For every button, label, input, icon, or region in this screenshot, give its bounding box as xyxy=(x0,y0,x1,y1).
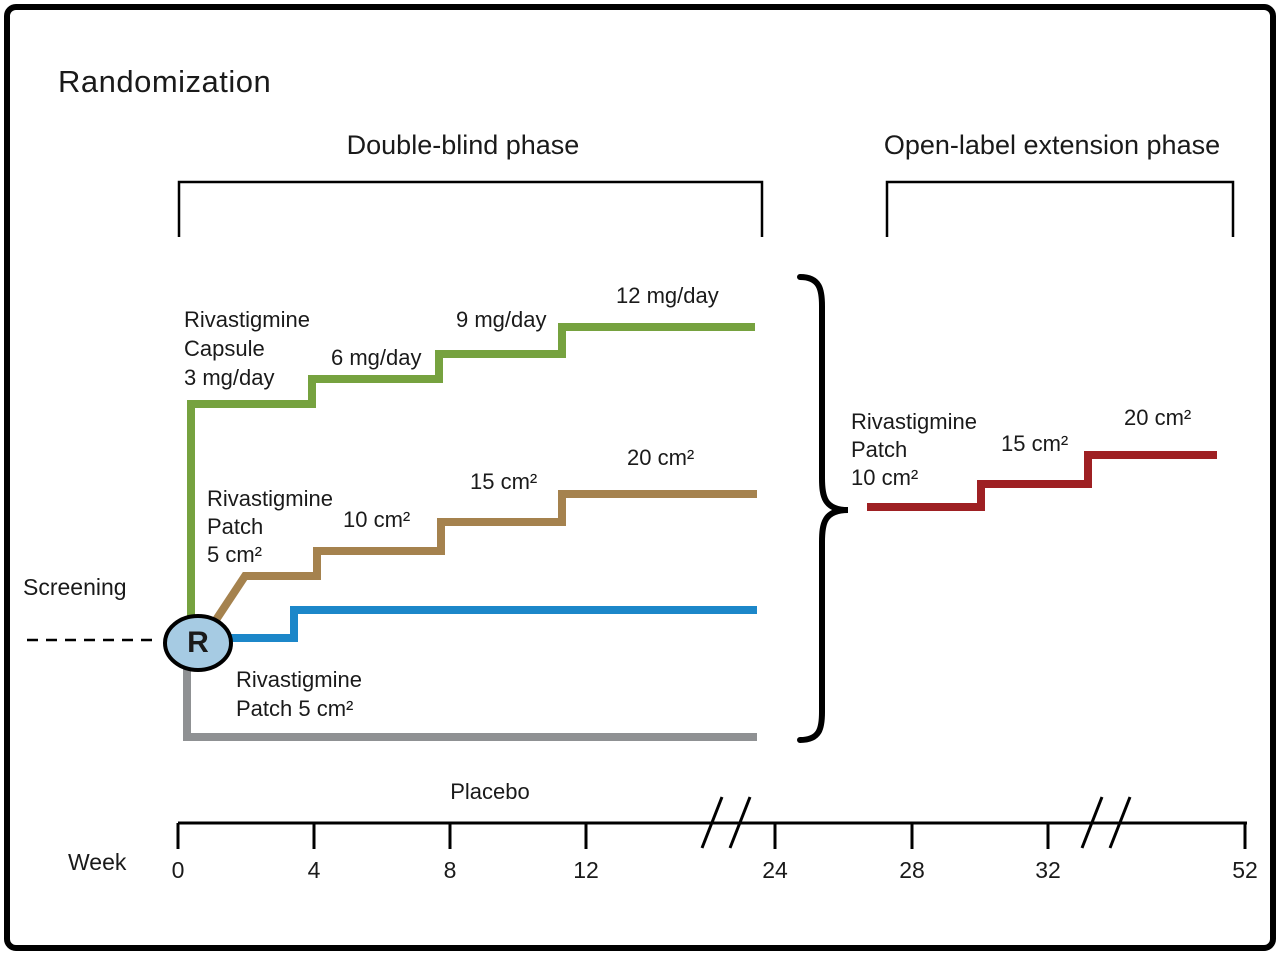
week-axis-ticks xyxy=(176,823,1247,849)
capsule-arm-label: Rivastigmine Capsule 3 mg/day xyxy=(184,305,310,392)
patch-dose-label-15cm: 15 cm² xyxy=(470,469,538,494)
open-label-label-line-2: Patch xyxy=(851,437,908,462)
week-tick-label-32: 32 xyxy=(1035,857,1061,883)
week-tick-label-52: 52 xyxy=(1232,857,1258,883)
capsule-dose-label-12mg: 12 mg/day xyxy=(616,283,719,308)
figure-title: Randomization xyxy=(58,64,272,99)
capsule-arm-label-line-1: Rivastigmine xyxy=(184,307,310,332)
axis-break-right-slash-2 xyxy=(1108,796,1132,849)
open-label-dose-label-20cm: 20 cm² xyxy=(1124,405,1192,430)
week-tick-label-8: 8 xyxy=(443,857,457,883)
capsule-arm-label-line-2: Capsule xyxy=(184,336,265,361)
axis-break-left-slash-2 xyxy=(728,796,752,849)
week-tick-label-24: 24 xyxy=(762,857,788,883)
randomization-marker-letter: R xyxy=(187,626,209,659)
patch-titration-label-line-3: 5 cm² xyxy=(207,542,262,567)
patch-dose-label-10cm: 10 cm² xyxy=(343,507,411,532)
patch-fixed-label-line-2: Patch 5 cm² xyxy=(236,696,354,721)
week-tick-label-12: 12 xyxy=(573,857,599,883)
phase-label-open-label: Open-label extension phase xyxy=(883,130,1221,160)
axis-break-left-slash-1 xyxy=(700,796,724,849)
week-axis-label: Week xyxy=(68,849,127,875)
patch-titration-label-line-1: Rivastigmine xyxy=(207,486,333,511)
merge-brace xyxy=(797,274,849,743)
week-tick-label-28: 28 xyxy=(899,857,925,883)
open-label-bracket xyxy=(885,180,1235,237)
axis-break-right-slash-1 xyxy=(1080,796,1104,849)
open-label-dose-label-15cm: 15 cm² xyxy=(1001,431,1069,456)
capsule-arm-label-line-3: 3 mg/day xyxy=(184,365,275,390)
randomization-marker-circle xyxy=(163,614,233,672)
capsule-dose-label-6mg: 6 mg/day xyxy=(331,345,422,370)
screening-label: Screening xyxy=(23,574,127,600)
patch-fixed-label-line-1: Rivastigmine xyxy=(236,667,362,692)
patch-fixed-arm-line xyxy=(212,606,757,642)
axis-break-marks xyxy=(700,796,1132,849)
open-label-arm-label: Rivastigmine Patch 10 cm² xyxy=(851,408,977,492)
phase-label-double-blind: Double-blind phase xyxy=(346,130,580,160)
week-tick-label-0: 0 xyxy=(171,857,185,883)
patch-titration-arm-line xyxy=(198,490,757,644)
patch-titration-label-line-2: Patch xyxy=(207,514,264,539)
patch-dose-label-20cm: 20 cm² xyxy=(627,445,695,470)
patch-titration-arm-label: Rivastigmine Patch 5 cm² xyxy=(207,485,333,569)
patch-fixed-arm-label: Rivastigmine Patch 5 cm² xyxy=(236,665,362,723)
capsule-dose-label-9mg: 9 mg/day xyxy=(456,307,547,332)
placebo-arm-label: Placebo xyxy=(450,779,530,804)
capsule-arm-line xyxy=(187,323,755,650)
week-tick-label-4: 4 xyxy=(307,857,321,883)
double-blind-bracket xyxy=(177,180,764,237)
open-label-label-line-3: 10 cm² xyxy=(851,465,919,490)
open-label-label-line-1: Rivastigmine xyxy=(851,409,977,434)
open-label-arm-line xyxy=(867,451,1217,511)
placebo-arm-line xyxy=(183,645,757,741)
